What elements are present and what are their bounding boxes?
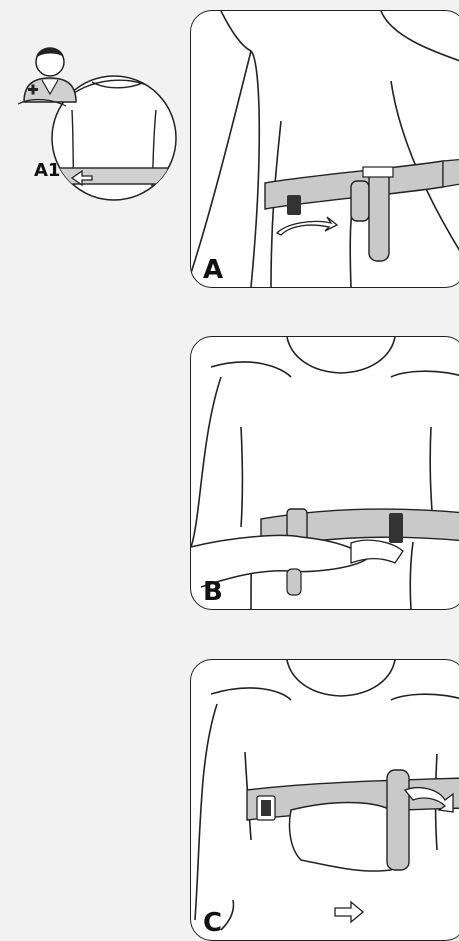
step-a-illustration	[191, 11, 459, 287]
panel-label: B	[203, 577, 223, 607]
inset-label: A1	[34, 160, 60, 181]
step-b-illustration	[191, 337, 459, 609]
inset-illustration	[14, 40, 178, 208]
panel-label: A	[203, 255, 223, 285]
panel-label: C	[203, 908, 222, 938]
arrow-icon	[335, 902, 363, 922]
panel-step-a: A	[190, 10, 459, 288]
step-c-illustration	[191, 660, 459, 940]
panel-step-b: B	[190, 336, 459, 610]
panel-step-c: C	[190, 659, 459, 941]
arrow-icon	[351, 540, 403, 563]
arrow-icon	[277, 217, 337, 235]
inset-detail-a1: A1	[14, 40, 178, 208]
